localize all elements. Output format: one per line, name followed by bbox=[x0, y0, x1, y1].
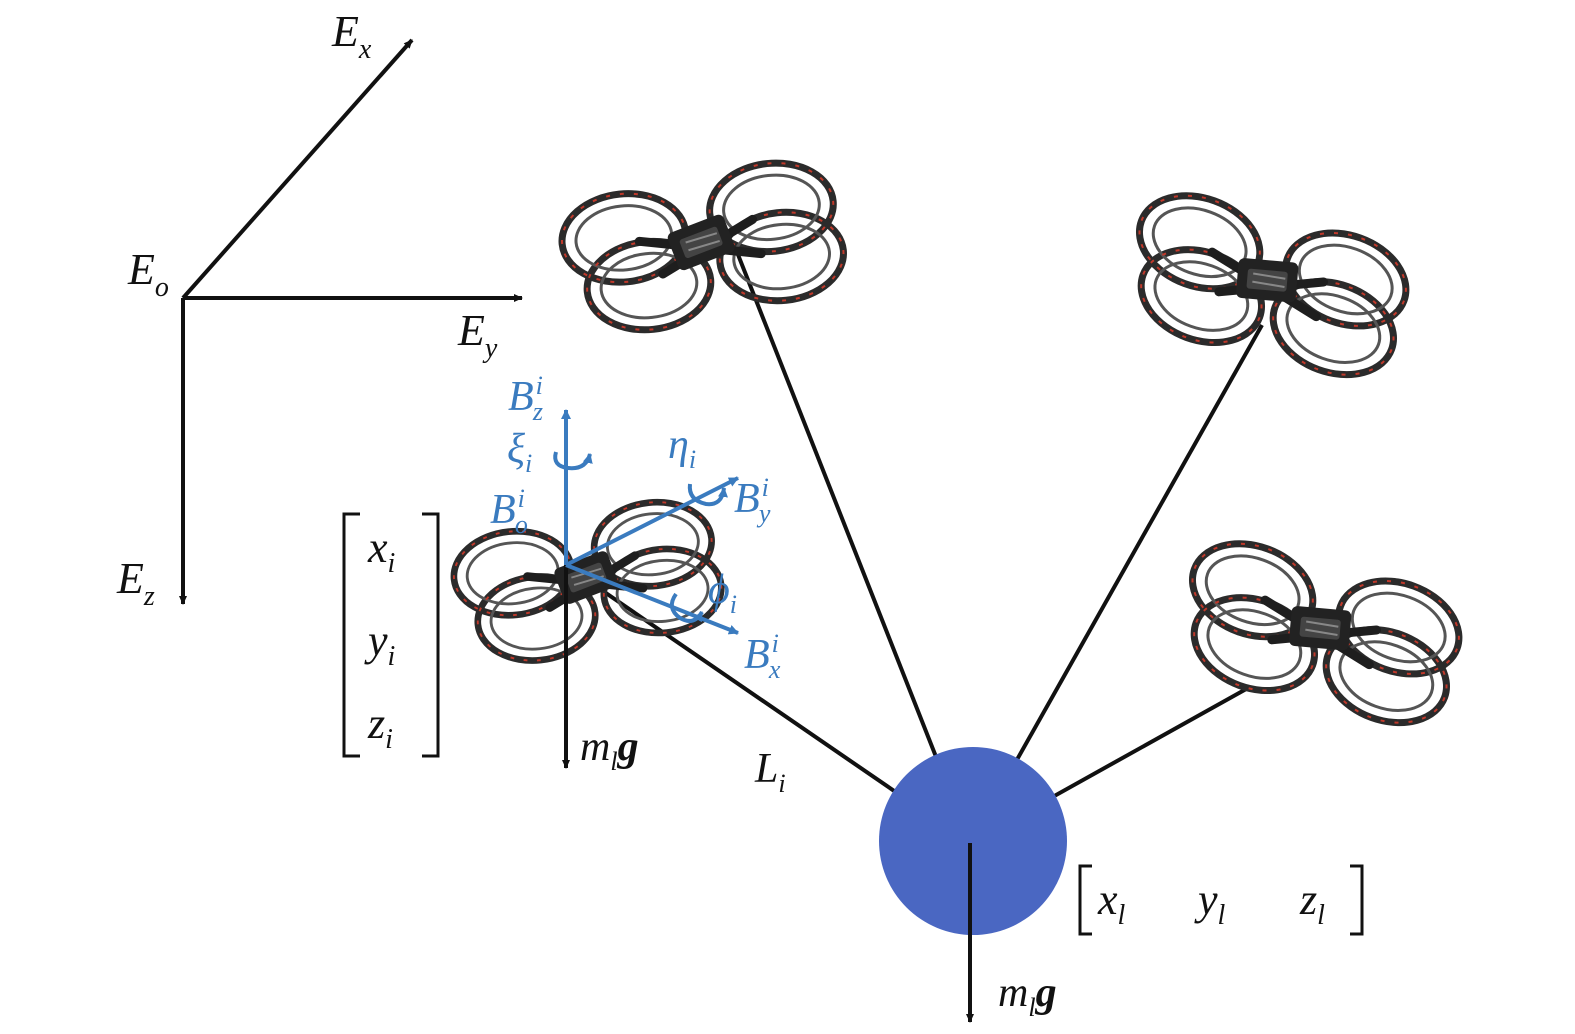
payload-gravity-label: mlg bbox=[998, 970, 1057, 1022]
cable-length-label: Li bbox=[754, 746, 786, 798]
payload-x-entry: xl bbox=[1097, 875, 1126, 931]
rotation-z-icon bbox=[553, 451, 593, 471]
earth-x-axis bbox=[181, 38, 414, 300]
earth-z-label: Ez bbox=[116, 554, 155, 612]
drone-y-entry: yi bbox=[364, 616, 395, 672]
drone-x-entry: xi bbox=[367, 523, 395, 579]
quadrotor-drone-icon bbox=[556, 157, 849, 338]
earth-x-label: Ex bbox=[331, 7, 372, 65]
earth-origin-label: Eo bbox=[127, 245, 169, 303]
drone-z-entry: zi bbox=[367, 699, 393, 755]
earth-frame: Ex Eo Ey Ez bbox=[116, 7, 523, 612]
quadrotor-drone-icon bbox=[1109, 166, 1424, 405]
drone-position-vector: xi yi zi bbox=[342, 512, 440, 758]
cables bbox=[563, 246, 1264, 845]
body-y-axis bbox=[565, 476, 739, 567]
rot-x-label: ϕi bbox=[708, 567, 737, 619]
rot-z-label: ξi bbox=[507, 426, 532, 478]
earth-y-label: Ey bbox=[457, 306, 498, 364]
rot-y-label: ηi bbox=[668, 422, 696, 474]
rotation-y-icon bbox=[687, 483, 728, 507]
body-x-axis bbox=[565, 563, 739, 635]
quadrotor-drone-icon bbox=[1162, 514, 1477, 753]
right-bracket bbox=[1350, 864, 1364, 936]
payload-y-entry: yl bbox=[1194, 875, 1226, 931]
payload-position-vector: xl yl zl bbox=[1078, 864, 1364, 936]
right-bracket bbox=[422, 512, 440, 758]
payload-sphere-icon bbox=[879, 747, 1067, 935]
cable-2 bbox=[733, 246, 972, 844]
left-bracket bbox=[1078, 864, 1092, 936]
left-bracket bbox=[342, 512, 360, 758]
cable-3 bbox=[968, 324, 1264, 844]
drone-gravity-label: mlg bbox=[580, 724, 639, 776]
rotation-x-icon bbox=[669, 592, 704, 623]
payload-z-entry: zl bbox=[1299, 875, 1325, 931]
